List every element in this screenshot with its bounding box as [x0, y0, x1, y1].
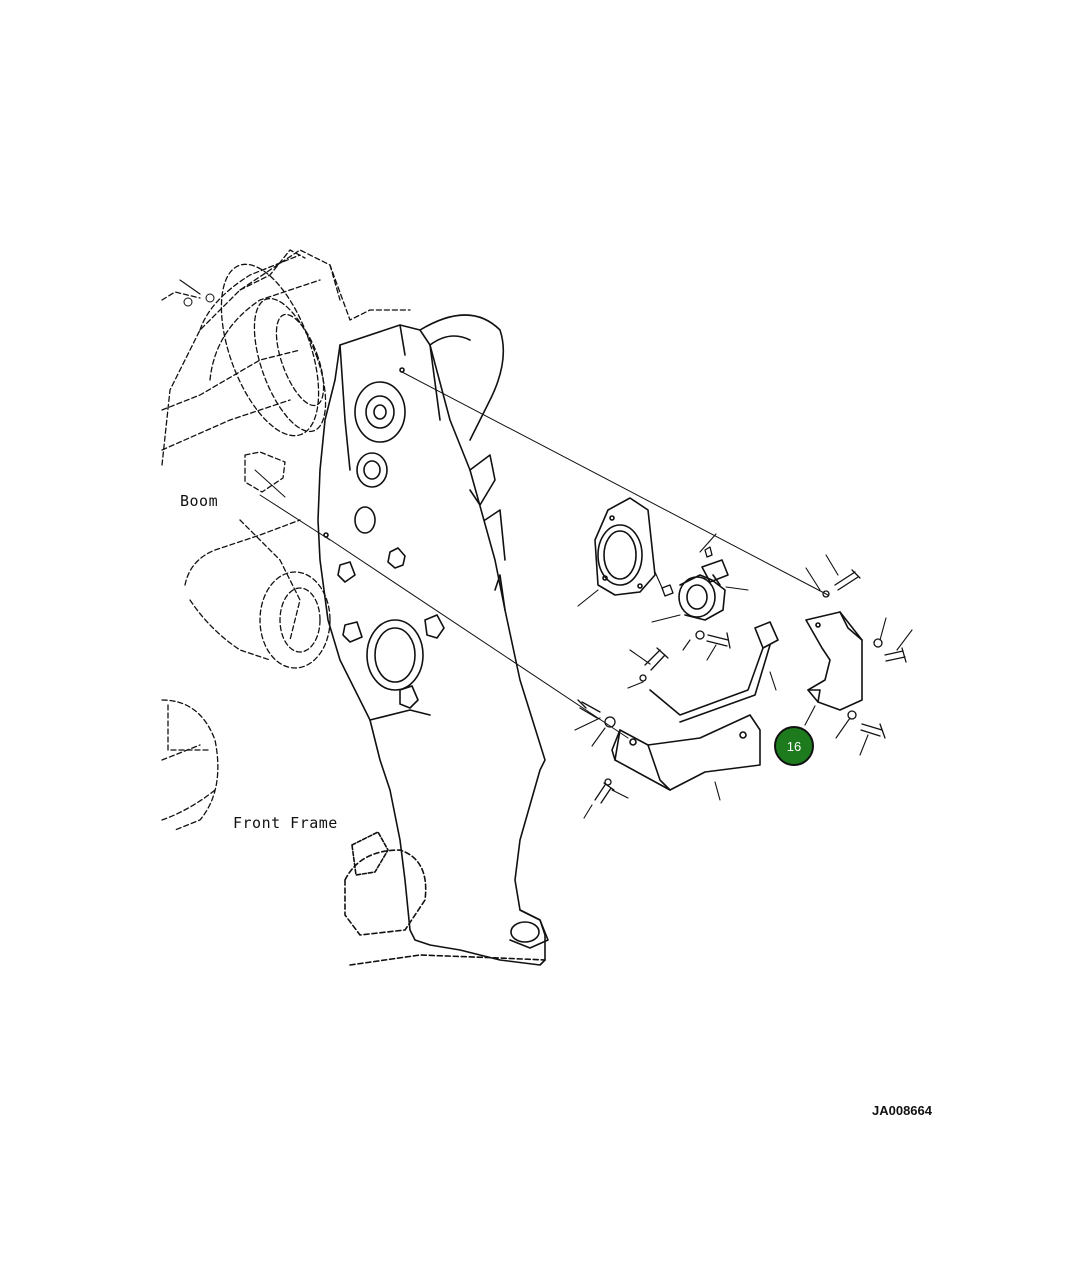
- alignment-lines: [254, 371, 829, 739]
- callout-16-number: 16: [786, 738, 802, 754]
- front-frame-plate: [317, 314, 549, 966]
- callout-16[interactable]: 16: [774, 726, 814, 766]
- cover-bracket: [805, 611, 863, 711]
- lever-rod: [649, 621, 779, 723]
- boom-outline: [161, 249, 411, 669]
- front-frame-background: [161, 699, 219, 831]
- leader-lines: [179, 279, 913, 819]
- lower-bracket: [611, 714, 761, 791]
- mounting-plate: [594, 497, 656, 596]
- front-frame-label: Front Frame: [233, 814, 338, 832]
- bolts: [577, 546, 907, 804]
- angle-sensor: [678, 559, 729, 621]
- drawing-code: JA008664: [872, 1103, 932, 1118]
- boom-label: Boom: [180, 492, 219, 510]
